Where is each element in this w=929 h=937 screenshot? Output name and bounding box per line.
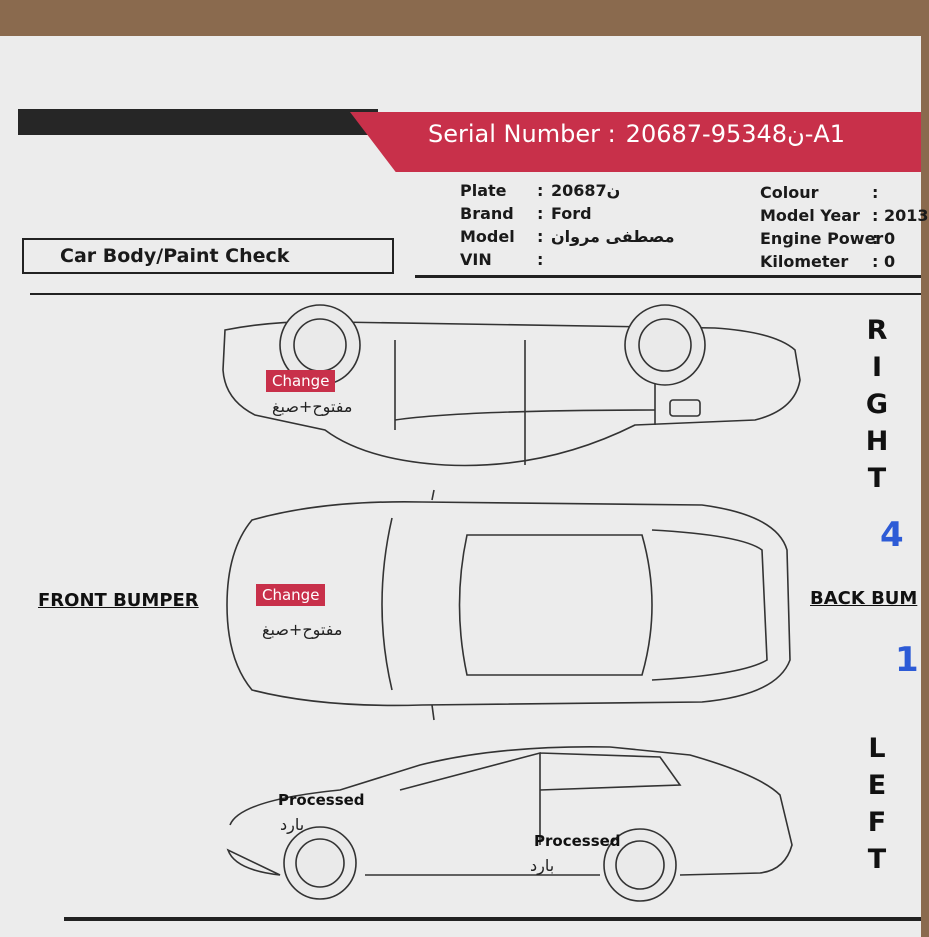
header-red-bar [350,112,921,172]
front-bumper-label: FRONT BUMPER [38,590,199,611]
left-rear-note: بارد [530,856,555,875]
serial-value: ن95348-20687-A1 [625,120,846,148]
info-row-engine-power: Engine Power:0 [760,229,896,248]
vehicle-info-left: Plate:ن20687 Brand:Ford Model:مصطفى مروا… [460,179,674,271]
info-underline [415,275,921,278]
section-divider [30,293,921,295]
info-row-brand: Brand:Ford [460,204,592,223]
header-black-bar [18,109,378,135]
inspection-sheet [0,36,921,937]
middle-note: مفتوح+صبغ [262,620,343,639]
right-side-label: R I G H T [865,315,889,494]
left-front-note: بارد [280,815,305,834]
car-left-view [226,746,793,902]
info-row-colour: Colour: [760,183,879,202]
handwritten-mark-2: 1 [895,640,919,680]
vehicle-info-right: Colour: Model Year:2013 Engine Power:0 K… [760,181,929,273]
serial-number: Serial Number : ن95348-20687-A1 [428,120,845,148]
info-row-model: Model:مصطفى مروان [460,227,675,246]
info-row-plate: Plate:ن20687 [460,181,621,200]
bottom-rule [64,917,921,921]
back-bumper-label: BACK BUM [810,588,918,609]
middle-change-tag: Change [256,584,326,606]
top-change-tag: Change [266,370,336,392]
info-row-vin: VIN: [460,250,544,269]
info-row-kilometer: Kilometer:0 [760,252,896,271]
left-rear-status: Processed [534,832,621,850]
top-note: مفتوح+صبغ [272,397,353,416]
section-title: Car Body/Paint Check [22,238,394,274]
serial-label: Serial Number : [428,120,616,148]
handwritten-mark-1: 4 [880,515,904,555]
car-top-view [226,489,791,721]
left-front-status: Processed [278,791,365,809]
left-side-label: L E F T [867,733,887,875]
info-row-model-year: Model Year:2013 [760,206,929,225]
